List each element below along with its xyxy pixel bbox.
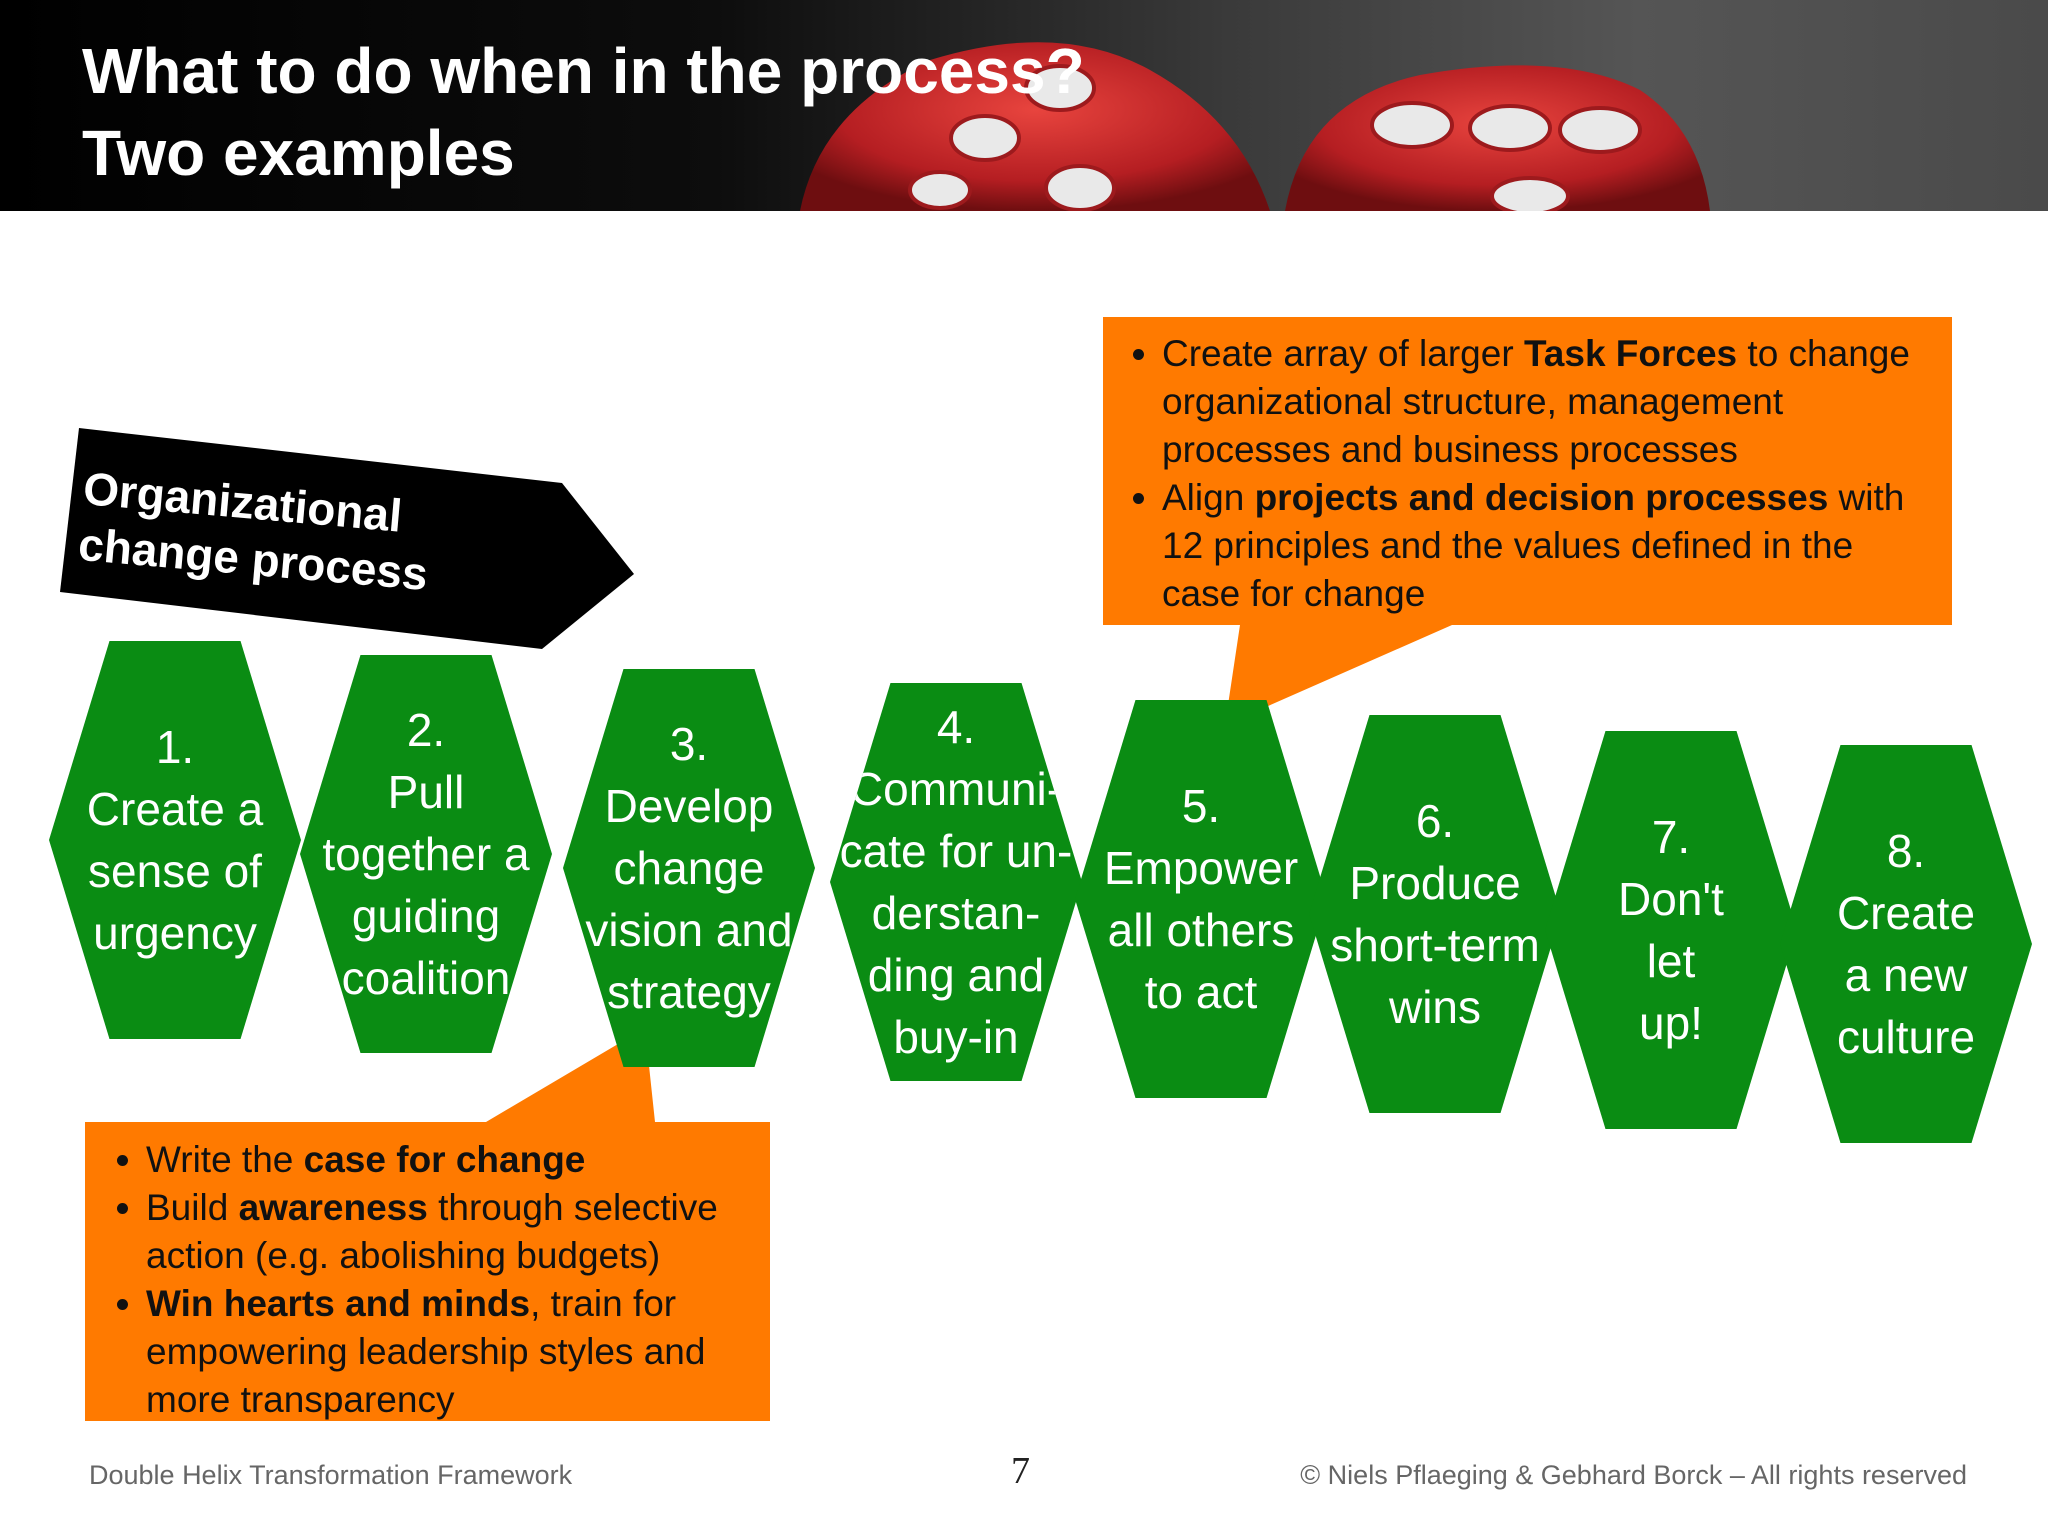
callout-bottom-bullet-2: Build awareness through selective action…: [146, 1184, 740, 1280]
callout-top: Create array of larger Task Forces to ch…: [1126, 330, 1936, 618]
step-5: 5. Empower all others to act: [1075, 700, 1327, 1098]
callout-top-bullet-2: Align projects and decision processes wi…: [1162, 474, 1936, 618]
step-1-label: Create a sense of urgency: [86, 783, 264, 959]
step-2-number: 2.: [406, 704, 446, 756]
step-7: 7. Don't let up!: [1545, 731, 1797, 1129]
step-7-number: 7.: [1651, 811, 1691, 863]
step-7-label: Don't let up!: [1618, 873, 1724, 1049]
step-8: 8. Create a new culture: [1780, 745, 2032, 1143]
step-4-label: Communi- cate for un- derstan- ding and …: [839, 763, 1073, 1063]
step-1-number: 1.: [155, 721, 195, 773]
step-8-number: 8.: [1886, 825, 1926, 877]
callout-bottom-bullet-3: Win hearts and minds, train for empoweri…: [146, 1280, 740, 1424]
step-6-number: 6.: [1415, 795, 1455, 847]
page-number: 7: [1011, 1450, 1030, 1492]
title-line-2: Two examples: [82, 117, 515, 189]
step-1: 1. Create a sense of urgency: [49, 641, 301, 1039]
step-6: 6. Produce short-term wins: [1309, 715, 1561, 1113]
process-arrow-label: Organizational change process: [76, 460, 444, 603]
step-3-label: Develop change vision and strategy: [585, 780, 793, 1018]
callout-bottom-bullet-1: Write the case for change: [146, 1136, 740, 1184]
step-4: 4. Communi- cate for un- derstan- ding an…: [830, 683, 1082, 1081]
header-banner: What to do when in the process? Two exam…: [0, 0, 2048, 211]
step-3: 3. Develop change vision and strategy: [563, 669, 815, 1067]
step-2: 2. Pull together a guiding coalition: [300, 655, 552, 1053]
step-3-number: 3.: [669, 718, 709, 770]
step-4-number: 4.: [936, 701, 976, 753]
step-5-label: Empower all others to act: [1103, 842, 1299, 1018]
step-6-label: Produce short-term wins: [1330, 857, 1540, 1033]
slide-title: What to do when in the process? Two exam…: [82, 30, 1085, 194]
callout-top-bullet-1: Create array of larger Task Forces to ch…: [1162, 330, 1936, 474]
dice-image: [800, 42, 1710, 211]
step-5-number: 5.: [1181, 780, 1221, 832]
callout-bottom: Write the case for change Build awarenes…: [110, 1136, 740, 1424]
step-2-label: Pull together a guiding coalition: [322, 766, 530, 1004]
footer-left-text: Double Helix Transformation Framework: [89, 1460, 573, 1490]
step-8-label: Create a new culture: [1836, 887, 1976, 1063]
footer-copyright: © Niels Pflaeging & Gebhard Borck – All …: [1300, 1460, 1967, 1490]
title-line-1: What to do when in the process?: [82, 35, 1085, 107]
